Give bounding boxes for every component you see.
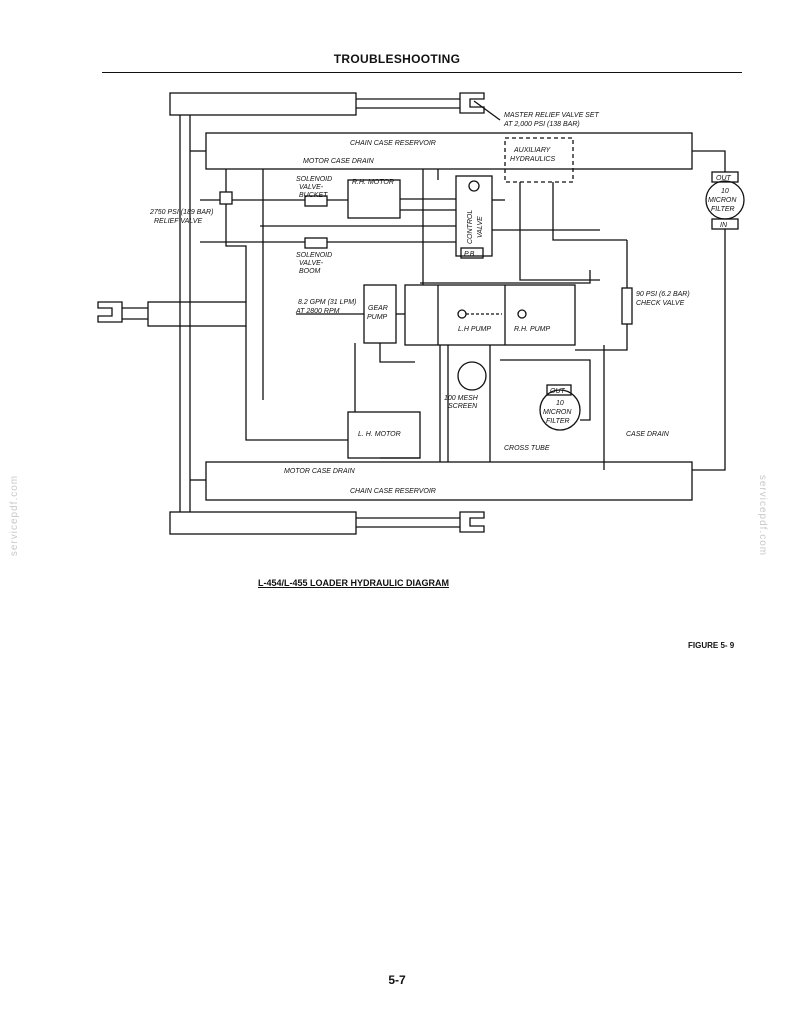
bottom-cylinder [169,511,357,535]
label-mesh-1: 100 MESH [444,395,479,402]
label-control-valve-2: VALVE [477,216,484,238]
top-cylinder-clevis [459,92,485,114]
micron-filter-bottom [539,389,581,431]
label-control-valve-1: CONTROL [467,210,474,244]
relief-valve [219,191,233,205]
pump-housing [404,284,576,346]
label-solenoid-bucket-1: SOLENOID [296,176,332,183]
label-master-relief-2: AT 2,000 PSI (138 BAR) [503,121,580,128]
watermark-right: servicepdf.com [757,474,769,557]
label-solenoid-boom-1: SOLENOID [296,252,332,259]
header-rule [102,72,742,73]
label-rh-pump: R.H. PUMP [514,326,551,333]
label-pb: P.B [464,251,475,258]
label-auxiliary-2: HYDRAULICS [510,156,555,163]
label-micron-bot-out: OUT [550,388,566,395]
page-number: 5-7 [388,973,406,987]
label-micron-top-micron: MICRON [708,197,737,204]
label-micron-bot-micron: MICRON [543,409,572,416]
solenoid-boom [304,237,328,249]
label-chain-case-reservoir-top: CHAIN CASE RESERVOIR [350,140,436,147]
label-gear-pump-2: PUMP [367,314,388,321]
diagram-caption: L-454/L-455 LOADER HYDRAULIC DIAGRAM [258,578,450,588]
control-valve [455,175,493,257]
solenoid-bucket [304,195,328,207]
label-auxiliary-1: AUXILIARY [513,147,552,154]
label-solenoid-boom-2: VALVE- [299,260,324,267]
label-relief-2: RELIEF VALVE [154,218,202,225]
label-rh-motor: R.H. MOTOR [352,179,394,186]
pb-box [460,247,484,259]
chain-case-reservoir-top [205,132,693,170]
label-cross-tube: CROSS TUBE [504,445,550,452]
label-solenoid-boom-3: BOOM [299,268,321,275]
label-mesh-2: SCREEN [448,403,478,410]
label-micron-top-out: OUT [716,175,732,182]
left-cylinder-clevis [97,301,123,323]
label-micron-top-filter: FILTER [711,206,735,213]
label-solenoid-bucket-2: VALVE- [299,184,324,191]
label-micron-bot-filter: FILTER [546,418,570,425]
label-check-2: CHECK VALVE [636,300,685,307]
label-chain-case-reservoir-bottom: CHAIN CASE RESERVOIR [350,488,436,495]
page-header: TROUBLESHOOTING [333,52,461,66]
check-valve [621,287,633,325]
mesh-screen [457,361,487,391]
label-case-drain: CASE DRAIN [626,431,670,438]
label-master-relief-1: MASTER RELIEF VALVE SET [504,112,600,119]
chain-case-reservoir-bottom [205,461,693,501]
label-gear-gpm-2: AT 2800 RPM [295,308,340,315]
label-solenoid-bucket-3: BUCKET [299,192,328,199]
watermark-left: servicepdf.com [9,474,21,557]
label-check-1: 90 PSI (6.2 BAR) [636,291,690,298]
label-lh-pump: L.H PUMP [458,326,491,333]
top-cylinder [169,92,357,116]
label-micron-top-10: 10 [721,188,729,195]
label-relief-1: 2750 PSI (189 BAR) [149,209,213,216]
label-motor-case-drain-top: MOTOR CASE DRAIN [303,158,375,165]
bottom-cylinder-clevis [459,511,485,533]
label-lh-motor: L. H. MOTOR [358,431,401,438]
label-gear-gpm-1: 8.2 GPM (31 LPM) [298,299,356,306]
figure-number: FIGURE 5- 9 [688,641,735,650]
label-gear-pump-1: GEAR [368,305,388,312]
left-cylinder [147,301,247,327]
label-micron-bot-10: 10 [556,400,564,407]
label-micron-top-in: IN [720,222,728,229]
label-motor-case-drain-bottom: MOTOR CASE DRAIN [284,468,356,475]
